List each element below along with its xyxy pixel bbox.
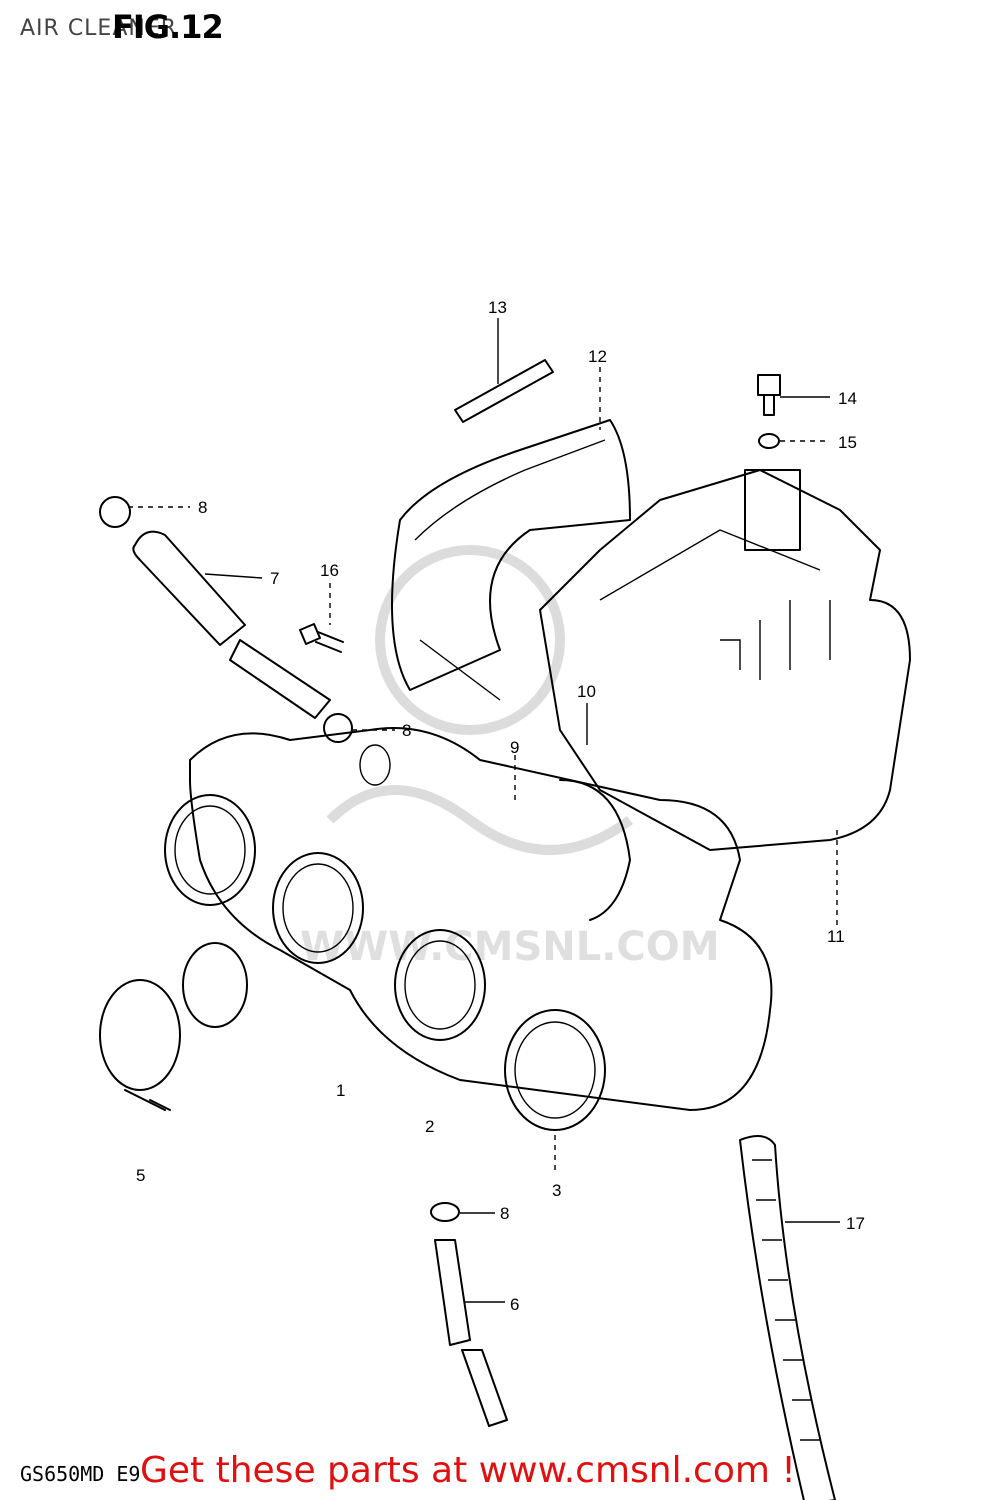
callout-17: 17 — [846, 1214, 865, 1233]
callout-14: 14 — [838, 389, 857, 408]
bolt — [299, 623, 344, 653]
callout-2: 2 — [425, 1117, 434, 1136]
hose-clip-top — [99, 496, 131, 528]
drain-hose-long — [739, 1135, 836, 1500]
watermark-text: WWW.CMSNL.COM — [300, 924, 720, 970]
element-holder — [454, 359, 554, 423]
callout-8-top: 8 — [198, 498, 207, 517]
air-cleaner-case — [164, 727, 773, 1131]
callout-3: 3 — [552, 1181, 561, 1200]
callout-5: 5 — [136, 1166, 145, 1185]
callout-7: 7 — [270, 569, 279, 588]
callout-11: 11 — [827, 927, 845, 946]
page-title: AIR CLEANER — [20, 16, 178, 41]
callout-6: 6 — [510, 1295, 519, 1314]
callout-9: 9 — [510, 738, 519, 757]
callout-16: 16 — [320, 561, 339, 580]
breather-hose — [132, 530, 331, 719]
callout-15: 15 — [838, 433, 857, 452]
leader-lines — [128, 318, 840, 1303]
callout-10: 10 — [577, 682, 596, 701]
filter-element — [391, 419, 631, 701]
callout-labels: 1 2 3 5 6 7 8 8 8 9 10 11 12 13 14 15 16… — [136, 298, 865, 1314]
promo-link[interactable]: Get these parts at www.cmsnl.com ! — [140, 1450, 796, 1491]
intake-clamps — [99, 942, 248, 1111]
callout-8-bottom: 8 — [500, 1204, 509, 1223]
callout-12: 12 — [588, 347, 607, 366]
callout-1: 1 — [336, 1081, 345, 1100]
air-cleaner-cover — [539, 469, 911, 921]
callout-13: 13 — [488, 298, 507, 317]
screw — [757, 374, 781, 416]
watermark: WWW.CMSNL.COM — [300, 545, 720, 970]
figure-label: FIG.12 — [112, 8, 224, 46]
model-code: GS650MD E9 — [20, 1462, 141, 1486]
hose-clip-bottom — [430, 1202, 460, 1222]
drain-hose-short — [434, 1239, 508, 1427]
hose-clip-mid — [323, 713, 353, 743]
callout-8-mid: 8 — [402, 721, 411, 740]
washer — [758, 433, 780, 449]
